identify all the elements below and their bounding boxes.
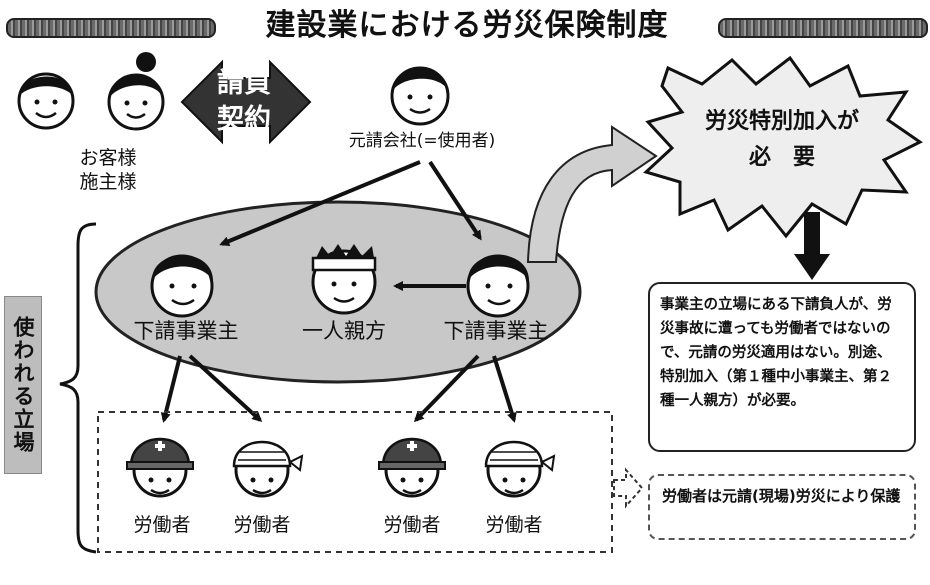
arrow-prime-to-left-sub xyxy=(219,160,421,246)
arrow-left-sub-worker1 xyxy=(160,355,182,423)
worker-label: 労働者 xyxy=(133,514,191,536)
arrow-right-sub-worker3 xyxy=(413,354,480,423)
arrow-prime-to-right-sub xyxy=(428,160,482,241)
worker-label: 労働者 xyxy=(485,514,543,536)
worker-bandana-face-icon xyxy=(232,440,304,498)
left-subcontractor-label: 下請事業主 xyxy=(133,319,239,343)
sole-proprietor-label: 一人親方 xyxy=(302,319,386,343)
worker-bandana-face-icon xyxy=(484,440,556,498)
worker-helmet-face-icon xyxy=(126,437,194,498)
worker-label: 労働者 xyxy=(233,514,291,536)
dashed-arrow-to-note xyxy=(613,467,644,509)
banner-bar-right xyxy=(718,18,928,38)
worker-protection-note: 労働者は元請(現場)労災により保護 xyxy=(648,474,916,540)
side-label-text: 使われる立場 xyxy=(11,316,35,454)
subcontractor-info-box: 事業主の立場にある下請負人が、労災事故に遭っても労働者ではないので、元請の労災適… xyxy=(648,282,916,452)
curved-arrow-to-burst xyxy=(526,125,658,263)
sole-proprietor-face-icon xyxy=(311,244,377,315)
arrow-left-sub-worker2 xyxy=(188,354,263,423)
special-enrollment-burst xyxy=(643,55,923,239)
burst-text-line2: 必 要 xyxy=(748,145,815,170)
client-label: お客様 施主様 xyxy=(79,147,137,193)
arrow-right-sub-worker4 xyxy=(492,355,517,423)
burst-down-arrow xyxy=(794,212,830,280)
side-bracket xyxy=(59,222,97,554)
burst-text-line1: 労災特別加入が xyxy=(704,109,859,134)
client-man-face-icon xyxy=(17,72,75,130)
banner-bar-left xyxy=(6,18,216,38)
title-banner: 建設業における労災保険制度 xyxy=(0,6,930,46)
contract-label: 請負 契約 xyxy=(217,68,271,135)
worker-label: 労働者 xyxy=(383,514,441,536)
prime-contractor-label: 元請会社(=使用者) xyxy=(348,131,496,151)
worker-helmet-face-icon xyxy=(378,437,446,498)
side-label-box: 使われる立場 xyxy=(4,296,42,474)
right-subcontractor-face-icon xyxy=(466,254,530,318)
client-woman-face-icon xyxy=(107,52,165,131)
diagram-title: 建設業における労災保険制度 xyxy=(265,8,669,43)
contract-double-arrow xyxy=(180,59,312,145)
prime-contractor-face-icon xyxy=(390,66,450,126)
left-subcontractor-face-icon xyxy=(150,254,214,318)
right-subcontractor-label: 下請事業主 xyxy=(443,319,549,343)
burst-text: 労災特別加入が 必 要 xyxy=(672,104,892,176)
workers-dashed-area xyxy=(97,411,613,553)
